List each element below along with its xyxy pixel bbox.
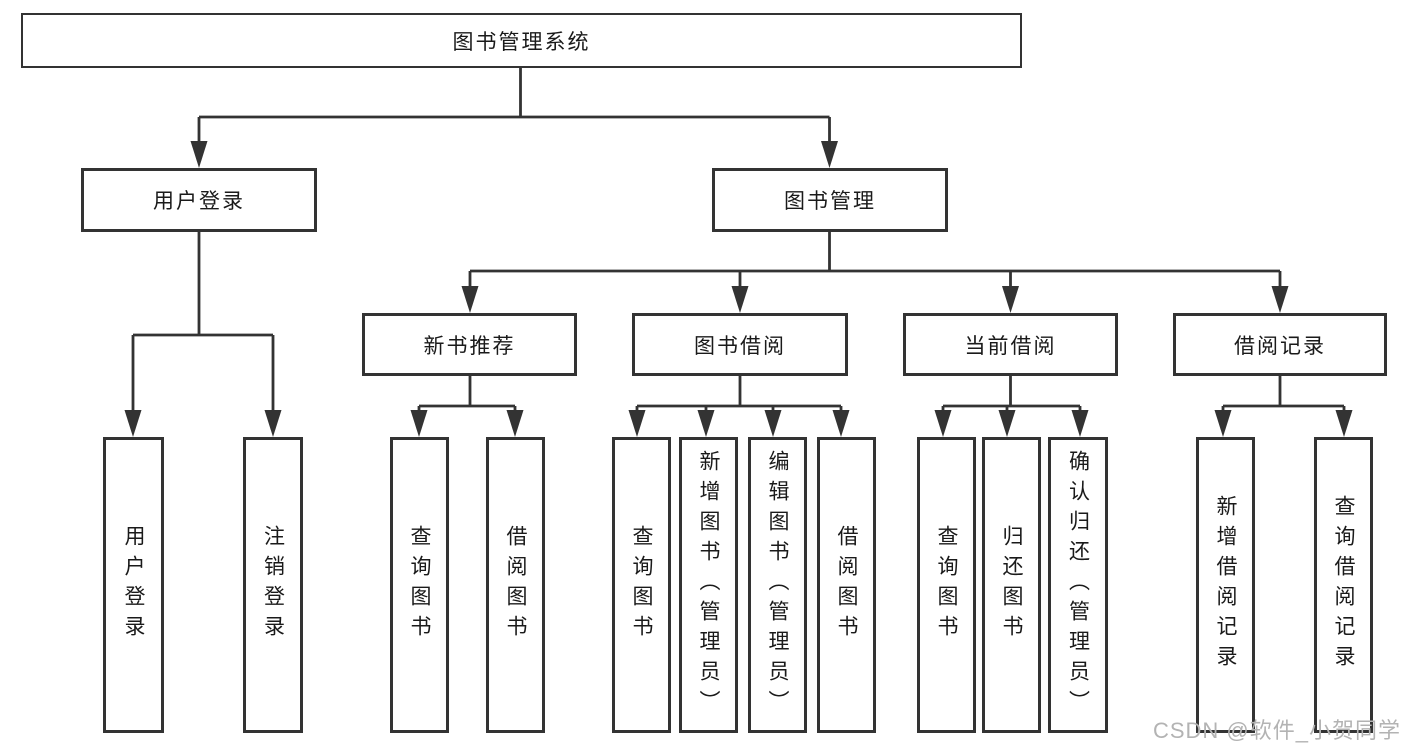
node-root-system: 图书管理系统: [21, 13, 1022, 68]
leaf-confirm-return-admin: 确认归还（管理员）: [1048, 437, 1108, 733]
leaf-edit-book-admin: 编辑图书（管理员）: [748, 437, 807, 733]
arrowhead: [190, 141, 208, 168]
arrowhead: [934, 410, 952, 437]
arrowhead: [1071, 410, 1089, 437]
arrowhead: [264, 410, 282, 437]
arrowhead: [764, 410, 782, 437]
arrowhead: [731, 286, 749, 313]
leaf-add-book-admin: 新增图书（管理员）: [679, 437, 738, 733]
arrowhead: [821, 141, 838, 168]
connector-user-login-children: [124, 232, 282, 437]
arrowhead: [1214, 410, 1232, 437]
arrowhead: [461, 286, 479, 313]
node-borrow-records: 借阅记录: [1173, 313, 1387, 376]
arrowhead: [998, 410, 1016, 437]
arrowhead: [124, 410, 142, 437]
connector-current-borrow-children: [934, 376, 1089, 437]
node-new-book-recommend: 新书推荐: [362, 313, 577, 376]
leaf-query-books-borrow: 查询图书: [612, 437, 671, 733]
arrowhead: [697, 410, 715, 437]
leaf-query-books-recommend: 查询图书: [390, 437, 449, 733]
leaf-borrow-books: 借阅图书: [817, 437, 876, 733]
arrowhead: [1271, 286, 1289, 313]
leaf-logout: 注销登录: [243, 437, 303, 733]
node-current-borrow: 当前借阅: [903, 313, 1118, 376]
connector-book-borrow-children: [628, 376, 850, 437]
leaf-query-books-current: 查询图书: [917, 437, 976, 733]
node-book-management: 图书管理: [712, 168, 948, 232]
leaf-borrow-books-recommend: 借阅图书: [486, 437, 545, 733]
connector-root-to-level2: [190, 68, 838, 168]
leaf-query-borrow-record: 查询借阅记录: [1314, 437, 1373, 733]
leaf-user-login: 用户登录: [103, 437, 164, 733]
arrowhead: [832, 410, 850, 437]
node-user-login: 用户登录: [81, 168, 317, 232]
arrowhead: [628, 410, 646, 437]
connector-borrow-records-children: [1214, 376, 1353, 437]
leaf-return-books: 归还图书: [982, 437, 1041, 733]
arrowhead: [1002, 286, 1019, 313]
connector-new-book-recommend-children: [410, 376, 524, 437]
csdn-watermark: CSDN @软件_小贺同学: [1152, 718, 1401, 743]
arrowhead: [410, 410, 428, 437]
arrowhead: [506, 410, 524, 437]
connector-book-management-children: [461, 232, 1289, 313]
arrowhead: [1335, 410, 1353, 437]
node-book-borrow: 图书借阅: [632, 313, 848, 376]
leaf-add-borrow-record: 新增借阅记录: [1196, 437, 1255, 733]
